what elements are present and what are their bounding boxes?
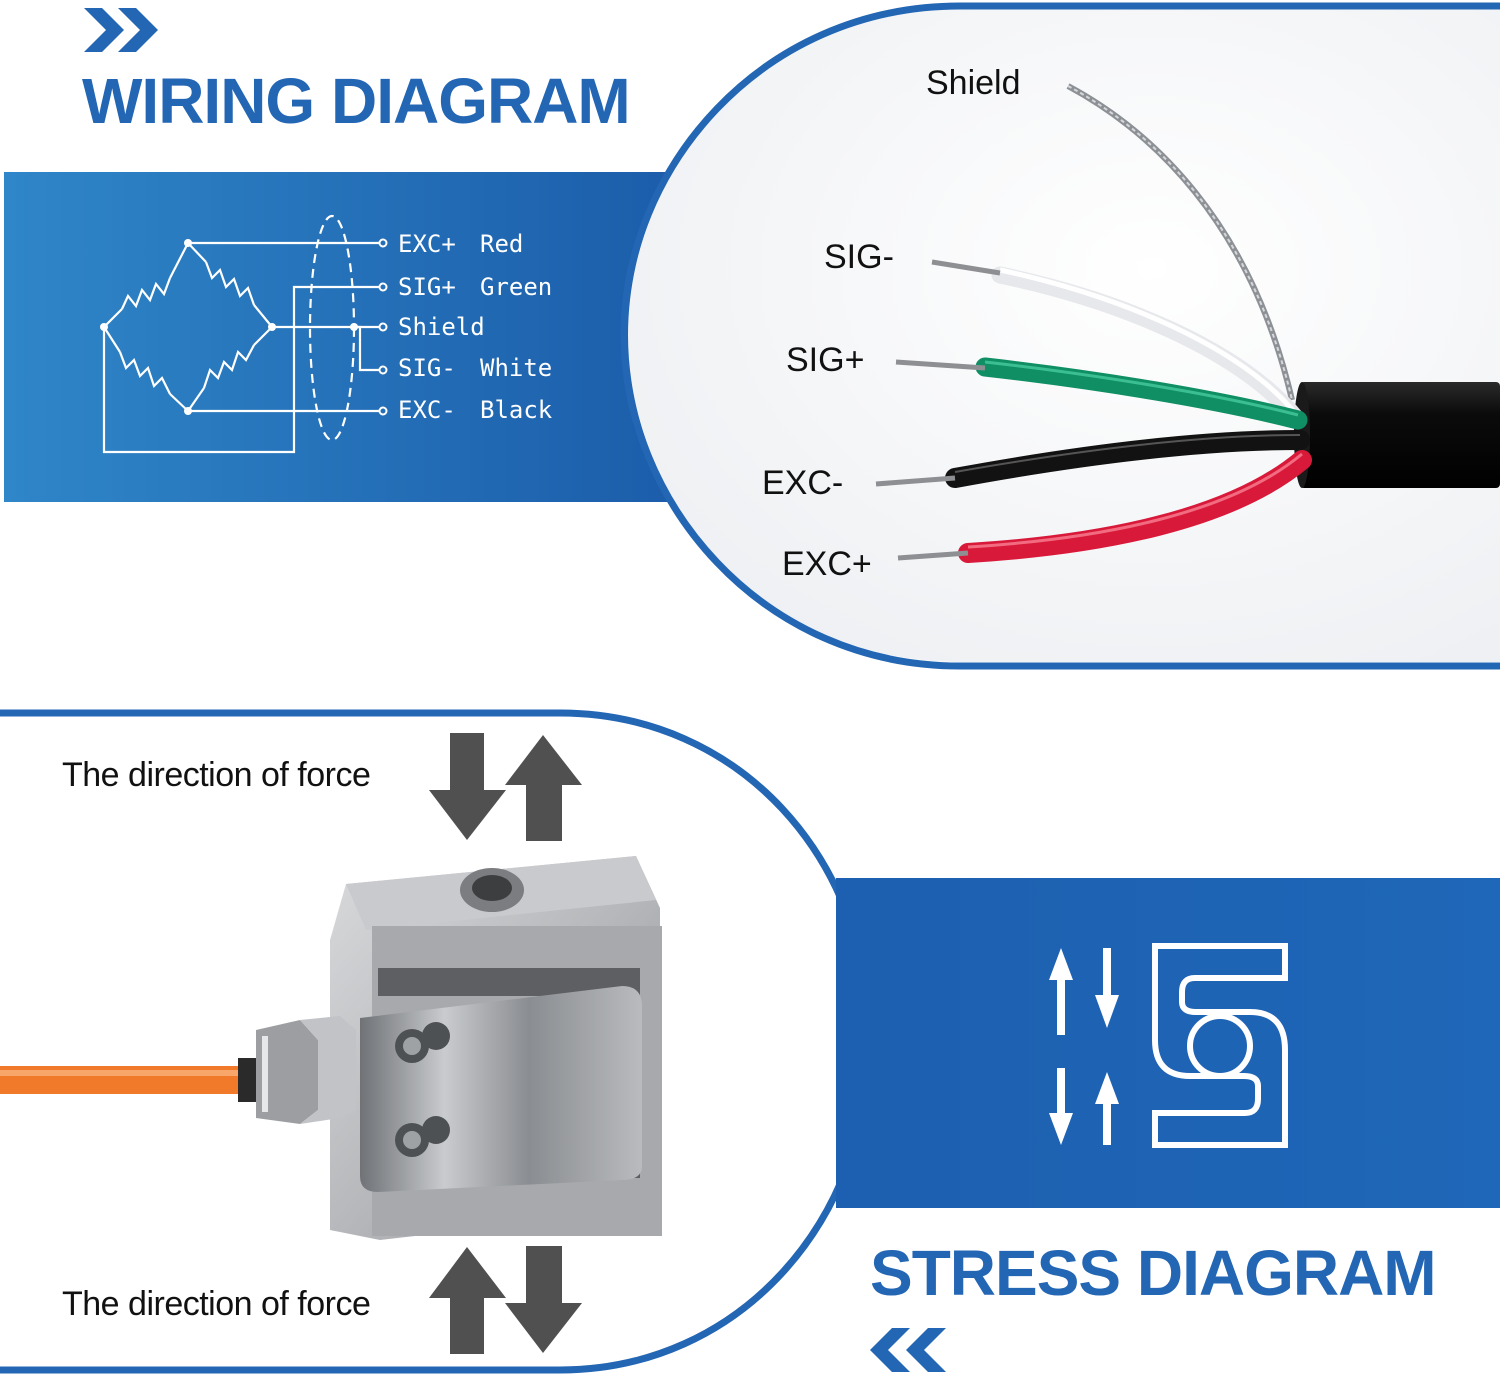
schematic-color-green: Green — [480, 273, 553, 301]
cable-label-shield: Shield — [926, 64, 1021, 102]
load-cell-illustration — [0, 856, 662, 1240]
force-direction-label-bottom: The direction of force — [62, 1285, 371, 1323]
schematic-signal-exc-plus: EXC+ — [398, 230, 456, 258]
wiring-panel-outline — [620, 2, 1500, 670]
wiring-blue-band — [4, 172, 724, 502]
schematic-signal-sig-minus: SIG- — [398, 354, 456, 382]
force-arrow-icon — [429, 733, 582, 1354]
small-force-arrows — [1049, 948, 1119, 1145]
stress-diagram-title: STRESS DIAGRAM — [870, 1237, 1437, 1309]
schematic-color-black: Black — [480, 396, 553, 424]
double-chevron-left-icon — [870, 1328, 946, 1372]
schematic-signal-sig-plus: SIG+ — [398, 273, 456, 301]
stress-blue-band — [836, 878, 1500, 1208]
force-direction-label-top: The direction of force — [62, 756, 371, 794]
cable-label-sig-minus: SIG- — [824, 238, 894, 276]
schematic-color-red: Red — [480, 230, 524, 258]
cable-label-sig-plus: SIG+ — [786, 341, 865, 379]
wiring-photo-panel — [628, 8, 1500, 662]
schematic-signal-shield: Shield — [398, 313, 485, 341]
schematic-signal-exc-minus: EXC- — [398, 396, 456, 424]
schematic-color-white: White — [480, 354, 553, 382]
wiring-diagram-title: WIRING DIAGRAM — [82, 65, 631, 137]
cable-label-exc-minus: EXC- — [762, 464, 844, 502]
s-type-load-cell-icon — [1152, 943, 1288, 1148]
cable-illustration — [875, 83, 1500, 563]
cable-label-exc-plus: EXC+ — [782, 545, 872, 583]
double-chevron-right-icon — [84, 8, 158, 52]
